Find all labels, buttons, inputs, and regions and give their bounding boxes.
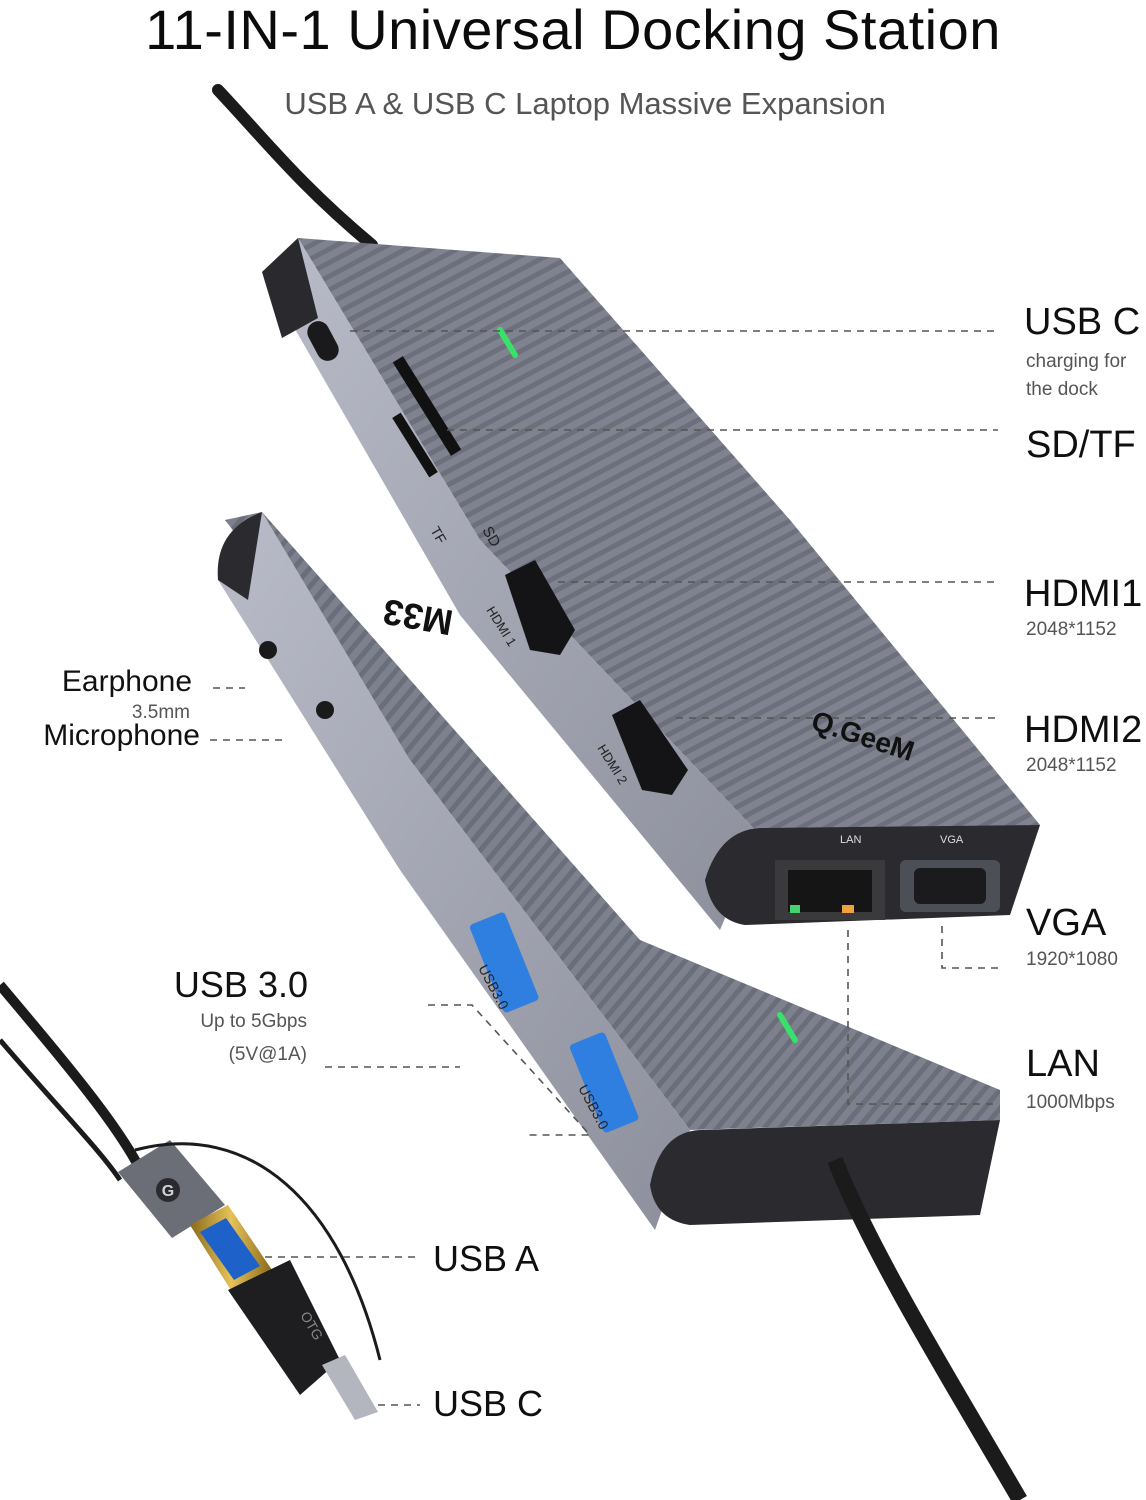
page-title: 11-IN-1 Universal Docking Station [145,0,1001,61]
lower-led [777,1012,798,1043]
callout-usb-c-top-label: USB C [1024,301,1141,343]
callout-earphone-detail: 3.5mm [131,702,190,723]
hdmi2-port [612,700,688,795]
vga-text: VGA [940,834,964,846]
page-subtitle: USB A & USB C Laptop Massive Expansion [284,86,886,121]
callout-hdmi1-detail: 2048*1152 [1026,619,1117,640]
leader-lines [210,330,998,1406]
callout-usb-c-top-detail-1: charging for [1026,351,1127,372]
otg-adapter [228,1260,340,1395]
tf-slot [392,412,438,478]
usb3-port-1 [469,912,539,1013]
tf-text: TF [427,524,449,547]
microphone-jack [316,701,334,719]
callout-usb30-detail-2: (5V@1A) [228,1044,307,1065]
upper-hub-top-face [298,238,1040,835]
lower-cable [827,1157,1027,1500]
top-cable [212,84,378,251]
callout-hdmi2-detail: 2048*1152 [1026,755,1117,776]
callout-vga-detail: 1920*1080 [1026,949,1118,970]
callout-lan-label: LAN [1026,1043,1100,1085]
lower-hub: M33 USB3.0 USB3.0 [217,512,1000,1230]
lower-hub-top-face [225,512,1000,1130]
callout-lan-detail: 1000Mbps [1026,1092,1115,1113]
usb-a-adapter: G OTG [118,1140,382,1420]
callout-sd-tf-label: SD/TF [1026,424,1136,466]
callout-vga-label: VGA [1026,902,1107,944]
callout-usb30-label: USB 3.0 [173,964,308,1005]
callout-hdmi2-label: HDMI2 [1024,709,1143,751]
callout-microphone-label: Microphone [43,719,200,752]
lower-hub-end-cap [217,512,262,600]
callout-usb-c-top-detail-2: the dock [1026,379,1098,400]
upper-hub-end-cap [262,238,318,338]
hdmi1-port [505,560,575,655]
usb-c-plug-metal [322,1355,378,1420]
sd-slot [392,356,462,456]
brand-mirrored: M33 [380,591,456,644]
callout-earphone-label: Earphone [61,665,192,698]
callout-usb30-detail-1: Up to 5Gbps [200,1011,307,1032]
lan-text: LAN [840,834,861,846]
callout-usb-c-bottom-label: USB C [433,1383,544,1424]
callout-usb-a-label: USB A [433,1238,540,1279]
lower-hub-front-face [650,1120,1000,1225]
upper-usbc-port [307,321,339,361]
upper-hub: TF SD HDMI 1 HDMI 2 Q.GeeM LAN VGA [262,238,1040,930]
svg-text:G: G [162,1183,174,1200]
usb3-port-2 [569,1032,639,1133]
callout-hdmi1-label: HDMI1 [1024,573,1143,615]
earphone-jack [259,641,277,659]
upper-led [497,327,518,358]
